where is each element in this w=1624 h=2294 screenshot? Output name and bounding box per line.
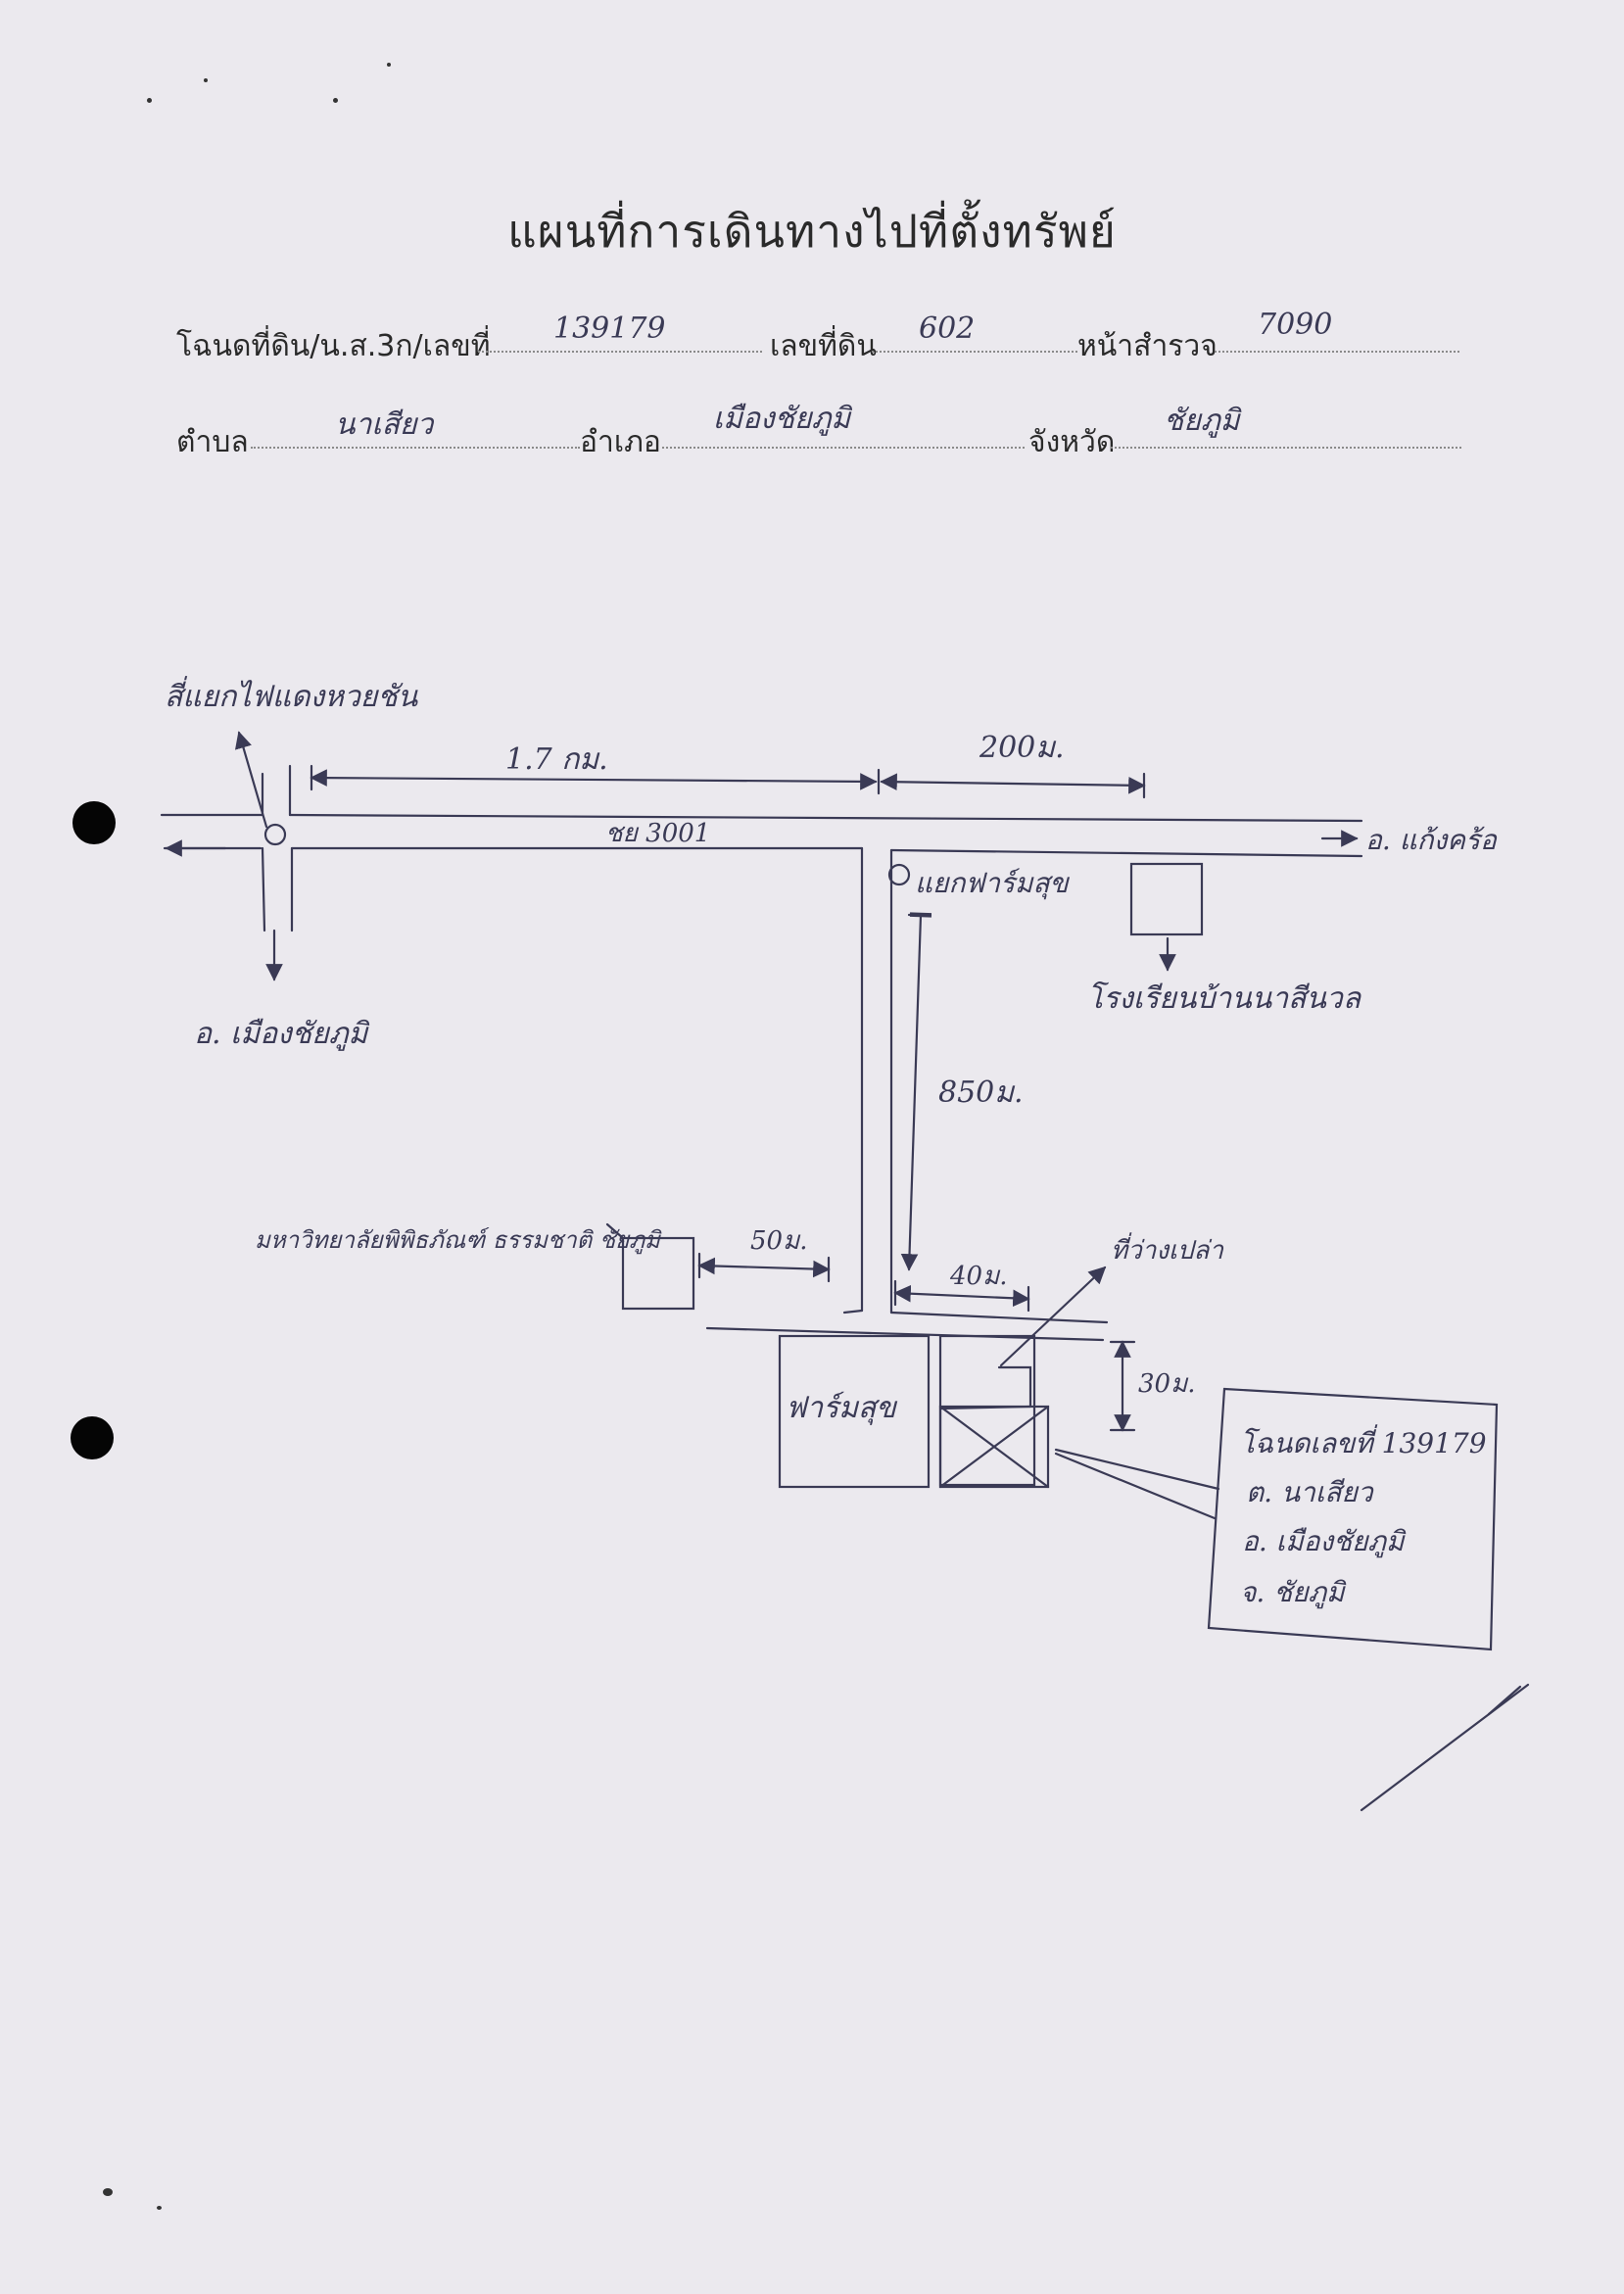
intersection-label: สี่แยกไฟแดงหวยชัน: [165, 680, 418, 714]
survey-page-value: 7090: [1258, 308, 1333, 342]
cross-road-left-bottom: [261, 846, 266, 932]
dist-850m: 850ม.: [938, 1075, 1024, 1110]
scan-speck: [147, 98, 152, 103]
subdistrict-dotted-line: [251, 447, 580, 449]
province-label: จังหวัด: [1028, 425, 1116, 459]
deed-dotted-line: [478, 351, 762, 353]
subdistrict-value: นาเสียว: [335, 407, 434, 442]
property-inner-line: [938, 1405, 1032, 1410]
property-cross-2: [938, 1405, 1050, 1489]
subdistrict-label: ตำบล: [176, 425, 249, 459]
access-road-bottom: [705, 1326, 1105, 1342]
survey-page-dotted-line: [1215, 351, 1459, 353]
district-dotted-line: [662, 447, 1025, 449]
school-box: [1129, 862, 1204, 936]
leader-line-2: [1054, 1452, 1217, 1520]
empty-land-inner: [997, 1365, 1032, 1409]
district-label: อำเภอ: [580, 425, 661, 459]
punch-hole-bottom: [71, 1416, 114, 1459]
dist-50m: 50ม.: [750, 1226, 808, 1256]
museum-label: มหาวิทยาลัยพิพิธภัณฑ์ ธรรมชาติ ชัยภูมิ: [255, 1226, 660, 1254]
survey-page-label: หน้าสำรวจ: [1077, 329, 1218, 363]
dim-line-1-7km: [310, 769, 878, 790]
scan-speck: [204, 78, 208, 82]
scan-speck: [387, 63, 391, 67]
empty-land-label: ที่ว่างเปล่า: [1111, 1236, 1223, 1266]
school-label: โรงเรียนบ้านนาสีนวล: [1087, 981, 1361, 1016]
dim-line-50m: [697, 1257, 831, 1278]
info-province: จ. ชัยภูมิ: [1240, 1576, 1345, 1608]
page-title: แผนที่การเดินทางไปที่ตั้งทรัพย์: [507, 205, 1117, 258]
dim-line-40m: [893, 1284, 1030, 1308]
farm-label: ฟาร์มสุข: [786, 1391, 896, 1425]
province-value: ชัยภูมิ: [1164, 404, 1240, 438]
side-road-corner: [842, 1309, 864, 1314]
empty-land-box: [938, 1334, 1036, 1487]
info-subdistrict: ต. นาเสียว: [1246, 1476, 1373, 1508]
info-district: อ. เมืองชัยภูมิ: [1242, 1525, 1405, 1557]
scan-speck: [157, 2206, 162, 2210]
to-south-label: อ. เมืองชัยภูมิ: [194, 1017, 368, 1051]
land-no-dotted-line: [872, 351, 1077, 353]
museum-box: [621, 1236, 695, 1311]
stray-stroke-2: [1487, 1685, 1522, 1716]
scan-speck: [103, 2188, 113, 2196]
dist-30m: 30ม.: [1138, 1369, 1196, 1399]
province-dotted-line: [1111, 447, 1461, 449]
farm-box: [778, 1334, 931, 1489]
info-box: [1207, 1387, 1499, 1651]
empty-land-pointer: [999, 1266, 1107, 1367]
dist-40m: 40ม.: [950, 1262, 1008, 1291]
scan-speck: [333, 98, 338, 103]
intersection-pointer: [234, 731, 268, 829]
dim-line-200m: [880, 773, 1146, 794]
land-no-label: เลขที่ดิน: [770, 329, 877, 363]
to-east-label: อ. แก้งคร้อ: [1365, 824, 1497, 856]
land-no-value: 602: [919, 311, 976, 346]
district-value: เมืองชัยภูมิ: [713, 402, 851, 436]
deed-label: โฉนดที่ดิน/น.ส.3ก/เลขที่: [176, 329, 491, 363]
junction-marker: [887, 863, 911, 886]
main-road-bottom-east: [889, 848, 1363, 858]
punch-hole-top: [72, 801, 116, 844]
dist-200m: 200ม.: [979, 731, 1065, 765]
access-road-top: [889, 1311, 1109, 1324]
stray-stroke-1: [1360, 1683, 1530, 1812]
dist-1-7km: 1.7 กม.: [505, 742, 608, 777]
leader-line-1: [1054, 1448, 1220, 1491]
info-deed: โฉนดเลขที่ 139179: [1240, 1427, 1487, 1459]
junction-label: แยกฟาร์มสุข: [915, 867, 1069, 899]
main-road-top: [288, 813, 1363, 823]
road-label: ชย 3001: [605, 819, 711, 848]
museum-pointer: [605, 1222, 625, 1240]
dim-line-850m: [900, 912, 932, 1271]
deed-value: 139179: [553, 311, 666, 346]
intersection-marker: [263, 823, 287, 846]
